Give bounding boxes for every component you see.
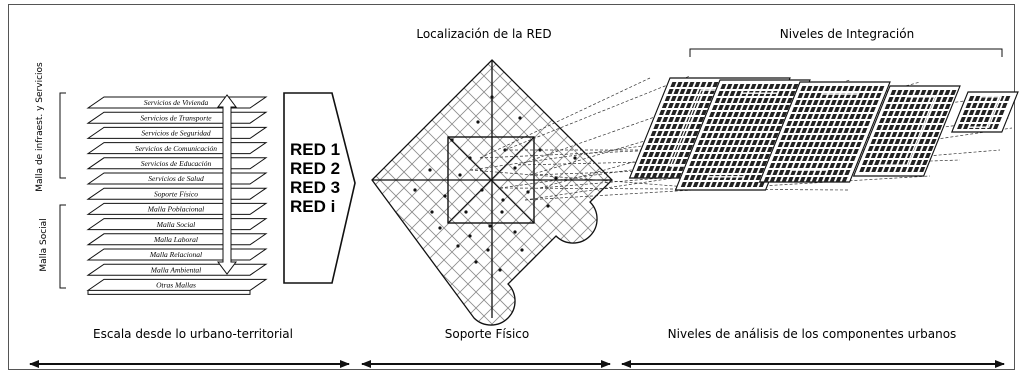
network-node (546, 204, 550, 208)
figure-frame (8, 4, 1015, 370)
layer-10: Malla Laboral (86, 233, 268, 246)
network-node (526, 190, 530, 194)
network-node (430, 210, 434, 214)
side-bracket-infra (59, 92, 66, 179)
layer-label: Malla Laboral (153, 235, 198, 244)
side-label-infra-text: Malla de infraest. y Servicios (35, 62, 45, 192)
layer-2: Servicios de Transporte (86, 111, 268, 124)
layer-1: Servicios de Vivienda (86, 96, 268, 109)
layer-label: Soporte Físico (154, 189, 198, 198)
layer-label: Servicios de Transporte (140, 113, 212, 122)
layer-label: Servicios de Seguridad (141, 129, 210, 138)
layer-5: Servicios de Educación (86, 157, 268, 170)
bottom-label-left: Escala desde lo urbano-territorial (93, 327, 293, 341)
layer-label: Otras Mallas (156, 281, 196, 290)
layer-12: Malla Ambiental (86, 263, 268, 276)
network-node (554, 176, 558, 180)
network-node (480, 188, 484, 192)
network-node (490, 95, 494, 99)
layer-7: Soporte Físico (86, 187, 268, 200)
network-node (498, 268, 502, 272)
title-localizacion: Localización de la RED (416, 27, 551, 41)
network-node (413, 188, 417, 192)
network-node (476, 120, 480, 124)
stack-scale-arrow (217, 94, 237, 275)
network-node (438, 226, 442, 230)
network-node (518, 116, 522, 120)
network-node (573, 156, 577, 160)
layer-13: Otras Mallas (86, 278, 268, 291)
title-niveles: Niveles de Integración (780, 27, 914, 41)
side-bracket-social (59, 204, 66, 289)
network-node (468, 234, 472, 238)
layer-9: Malla Social (86, 218, 268, 231)
network-node (474, 260, 478, 264)
side-label-infra: Malla de infraest. y Servicios (35, 62, 45, 192)
red-item-1: RED 1 (290, 140, 340, 159)
network-node (458, 173, 462, 177)
red-item-3: RED 3 (290, 178, 340, 197)
layer-label: Servicios de Comunicación (135, 144, 217, 153)
network-node (500, 210, 504, 214)
network-grid-map (371, 59, 613, 326)
level-block-3 (758, 81, 891, 183)
layer-label: Malla Relacional (149, 250, 202, 259)
network-node (464, 210, 468, 214)
side-label-social: Malla Social (39, 218, 49, 271)
integration-levels (628, 77, 1019, 191)
layer-label: Malla Social (156, 220, 196, 229)
network-node (513, 166, 517, 170)
layer-label: Servicios de Salud (148, 174, 204, 183)
network-node (428, 168, 432, 172)
network-node (456, 244, 460, 248)
layer-label: Malla Ambiental (150, 265, 201, 274)
level-block-5 (950, 91, 1019, 133)
layer-label: Servicios de Educación (141, 159, 212, 168)
network-node (450, 138, 454, 142)
red-item-i: RED i (290, 197, 335, 216)
network-node (501, 198, 505, 202)
network-node (488, 224, 492, 228)
bottom-label-middle: Soporte Físico (445, 327, 530, 341)
red-chevron (283, 92, 356, 284)
layer-label: Servicios de Vivienda (144, 98, 209, 107)
network-node (520, 248, 524, 252)
layer-11: Malla Relacional (86, 248, 268, 261)
network-node (486, 248, 490, 252)
side-label-social-text: Malla Social (39, 218, 49, 271)
level-block-4 (852, 85, 961, 177)
layer-8: Malla Poblacional (86, 202, 268, 215)
network-node (513, 230, 517, 234)
bottom-label-right: Niveles de análisis de los componentes u… (668, 327, 957, 341)
layer-4: Servicios de Comunicación (86, 142, 268, 155)
layer-label: Malla Poblacional (147, 205, 204, 214)
niveles-bracket (689, 48, 1003, 57)
network-node (468, 156, 472, 160)
red-item-2: RED 2 (290, 159, 340, 178)
layer-3: Servicios de Seguridad (86, 126, 268, 139)
layer-6: Servicios de Salud (86, 172, 268, 185)
network-node (443, 194, 447, 198)
